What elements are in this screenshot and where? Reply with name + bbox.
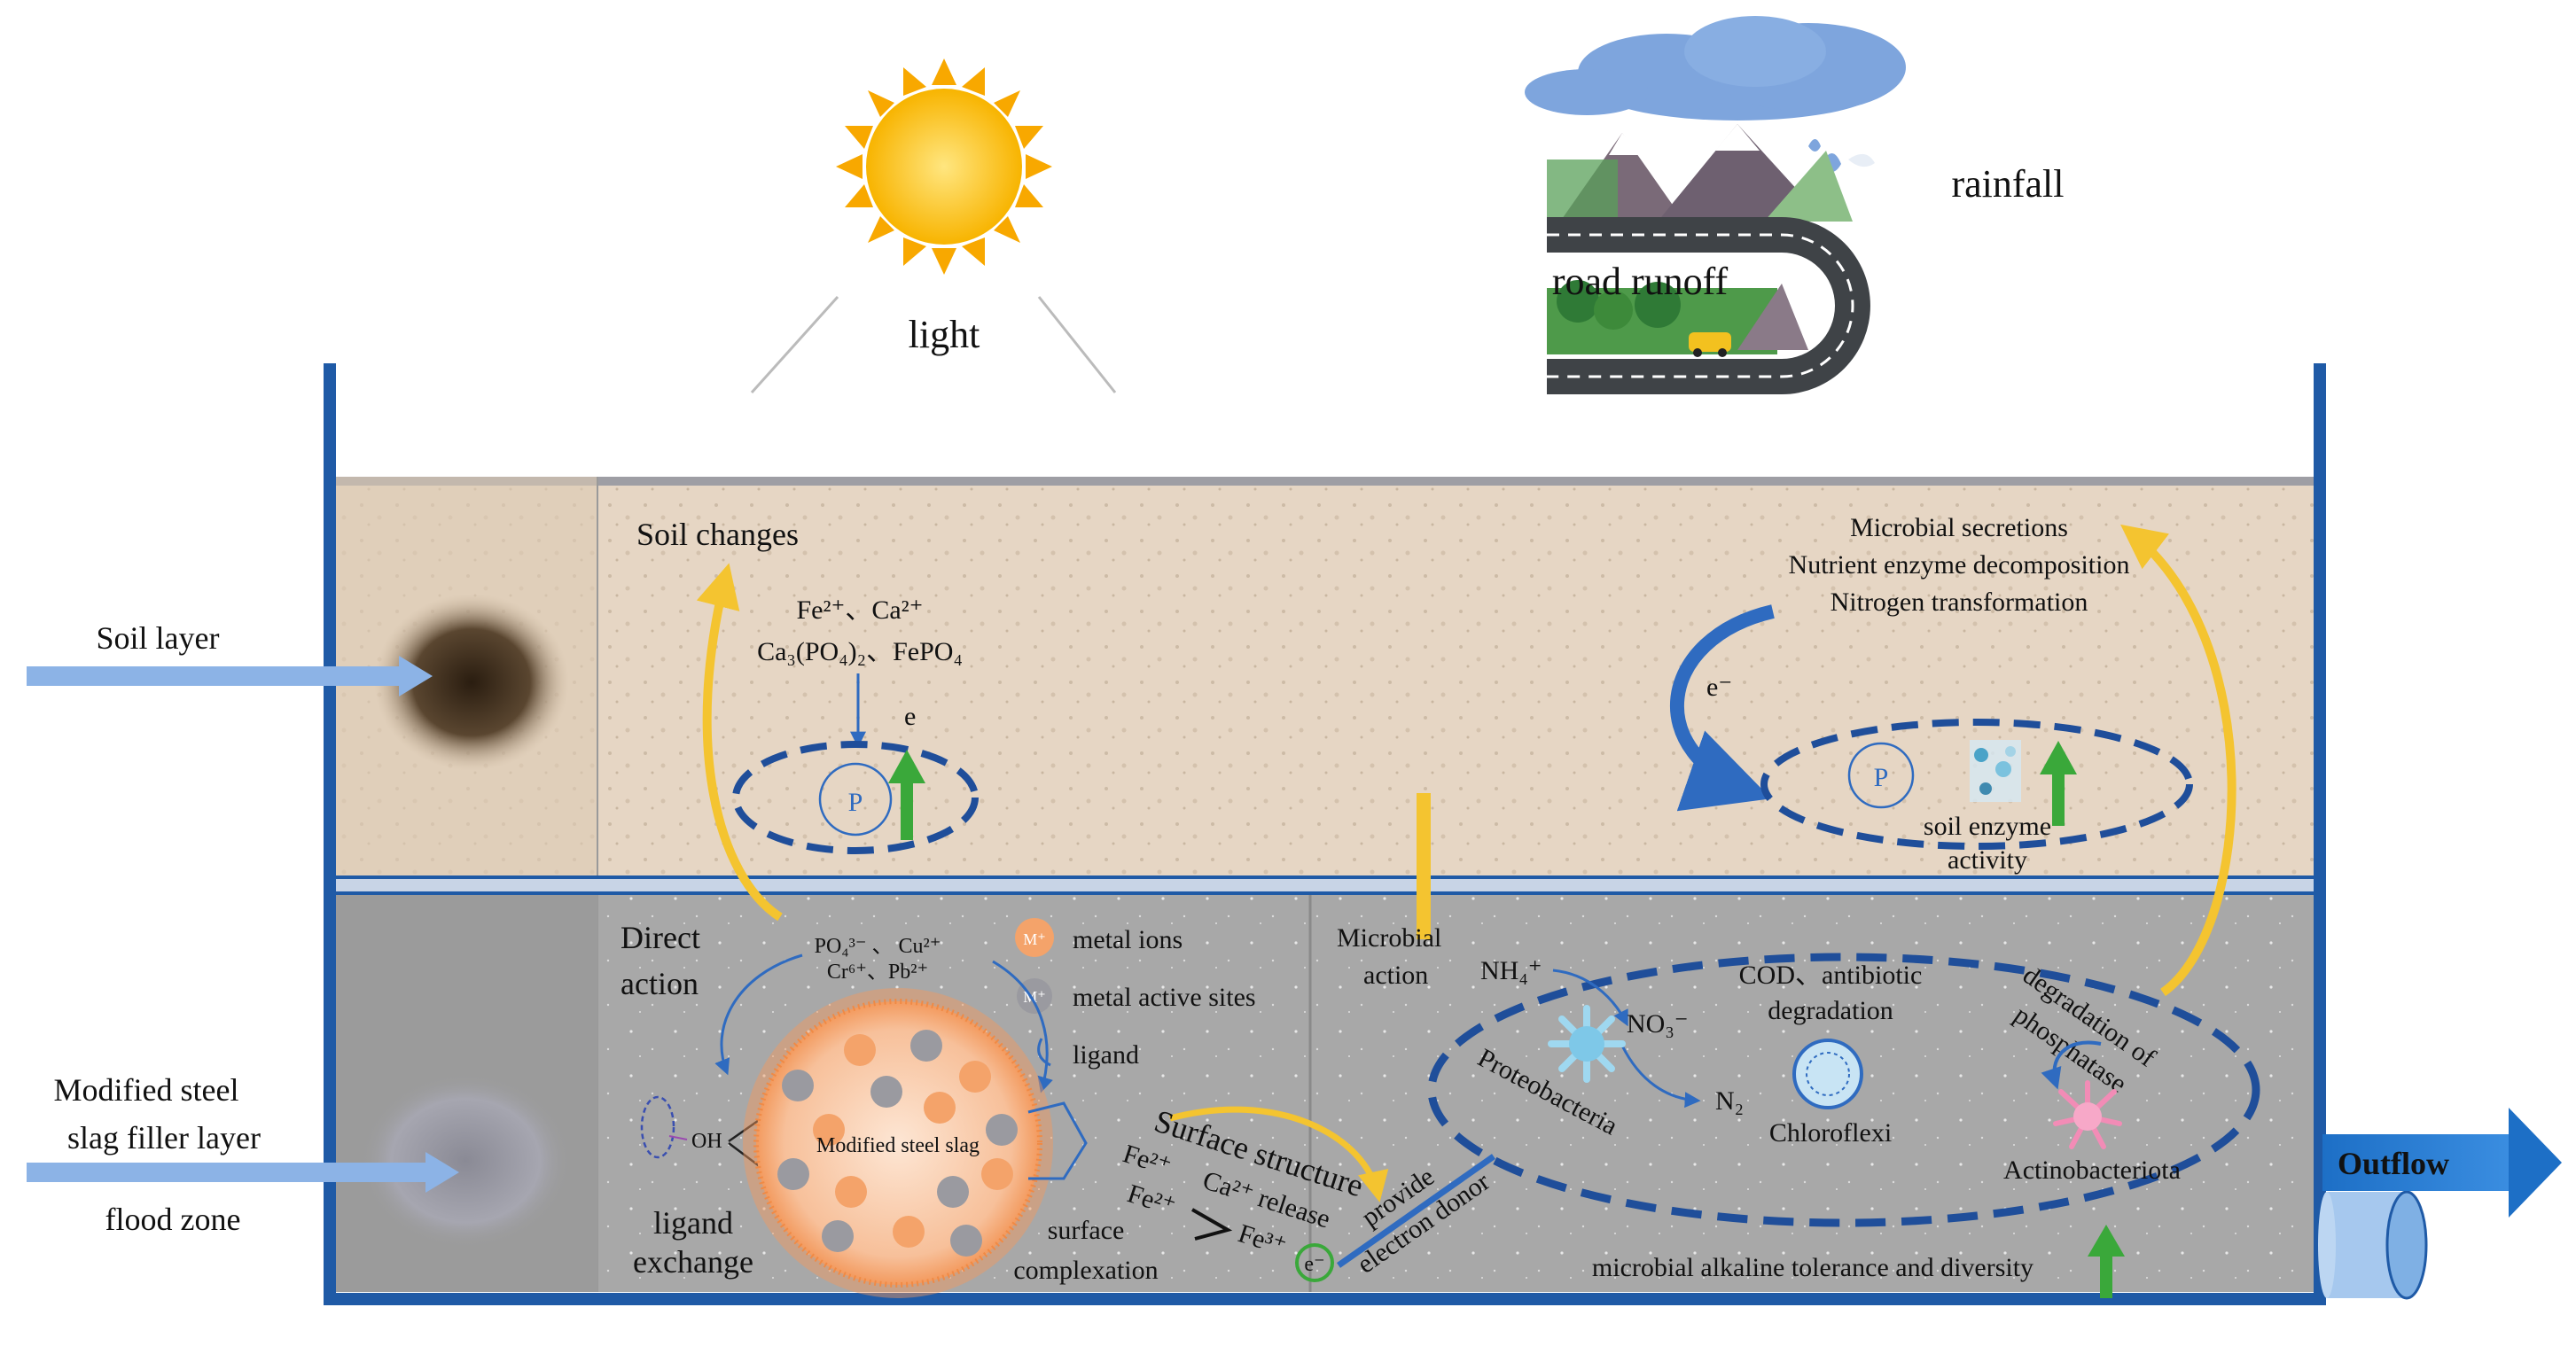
- gravel-sample-icon: [359, 1072, 572, 1249]
- surface-complexation-label-2: complexation: [1013, 1256, 1158, 1285]
- outflow-arrow: [2322, 1108, 2562, 1218]
- surface-complexation-label-1: surface: [1048, 1216, 1125, 1245]
- degradation-label: degradation: [1768, 996, 1893, 1025]
- soil-changes-cycle-arrow: [696, 563, 783, 922]
- surface-structure-arrow: [1169, 1106, 1389, 1202]
- ligand-exchange-ring-icon: [640, 1095, 675, 1159]
- direct-ions-line1: PO₄³⁻ 、 Cu²⁺: [815, 935, 941, 958]
- p-circle-icon-2: [1847, 742, 1915, 809]
- outflow-label: Outflow: [2338, 1146, 2449, 1181]
- nitrogen-transformation-label: Nitrogen transformation: [1831, 588, 2088, 617]
- outflow-pipe-icon: [2318, 1190, 2428, 1300]
- tank-frame: [324, 363, 2326, 1305]
- n2-label: N₂: [1715, 1086, 1744, 1116]
- light-label: light: [909, 313, 980, 356]
- chloroflexi-icon: [1792, 1039, 1863, 1109]
- microbial-action-title-2: action: [1363, 961, 1428, 990]
- microbial-dashed-ellipse: [1427, 953, 2260, 1227]
- nutrient-enzyme-label: Nutrient enzyme decomposition: [1789, 550, 2130, 580]
- enzyme-dashed-ellipse: [1760, 719, 2193, 850]
- phosphatase-arrow: [2041, 1040, 2102, 1090]
- metal-active-sites-label: metal active sites: [1073, 983, 1256, 1012]
- ion-inflow-arrow-right: [992, 960, 1053, 1093]
- soil-p-dashed-ellipse: [732, 741, 979, 854]
- actinobacteriota-icon: [2053, 1080, 2122, 1149]
- nh4-label: NH₄⁺: [1480, 956, 1542, 985]
- metal-ions-label: metal ions: [1073, 925, 1183, 954]
- p-circle-icon: [818, 762, 893, 837]
- increase-arrow-icon: [888, 750, 925, 840]
- electron-circle-icon: [1295, 1243, 1334, 1282]
- ligand-exchange-label-1: ligand: [653, 1205, 733, 1241]
- slag-ion-sites: [777, 1030, 1018, 1257]
- road-landscape-icon: [1547, 124, 1870, 394]
- soil-p-label-2: P: [1874, 763, 1889, 792]
- soil-enzyme-label-1: soil enzyme: [1924, 812, 2051, 841]
- electron-donor-line: [1336, 1154, 1496, 1268]
- soil-layer-region: [330, 477, 2320, 877]
- microbial-action-title-1: Microbial: [1337, 923, 1441, 953]
- soil-sample-icon: [374, 594, 569, 771]
- ligand-exchange-label-2: exchange: [633, 1244, 753, 1280]
- vertical-transfer-bar: [1417, 793, 1431, 939]
- chloroflexi-label: Chloroflexi: [1769, 1118, 1892, 1148]
- soil-layer-arrow: [27, 656, 433, 696]
- ligand-label: ligand: [1073, 1040, 1139, 1070]
- soil-e-minus-label: e⁻: [1706, 673, 1732, 702]
- filler-layer-label-1: Modified steel: [54, 1072, 239, 1108]
- no3-label: NO₃⁻: [1627, 1009, 1689, 1039]
- soil-p-label: P: [848, 788, 863, 817]
- oxidation-arrow-icon: [1191, 1208, 1233, 1241]
- light-ray-left: [750, 295, 839, 394]
- microbial-secretions-label: Microbial secretions: [1850, 513, 2068, 542]
- filler-layer-label-2: slag filler layer: [67, 1120, 261, 1156]
- sun-icon: [836, 58, 1052, 275]
- proteobacteria-icon: [1548, 1005, 1626, 1083]
- soil-surface: [330, 477, 2320, 486]
- soil-enzyme-label-2: activity: [1948, 845, 2027, 875]
- alkaline-tolerance-label: microbial alkaline tolerance and diversi…: [1592, 1253, 2033, 1282]
- actinobacteriota-label: Actinobacteriota: [2003, 1156, 2181, 1185]
- filler-layer-arrow: [27, 1152, 459, 1193]
- electron-curve-arrow: [1670, 604, 1775, 812]
- road-runoff-label: road runoff: [1552, 260, 1729, 303]
- soil-e-label: e: [904, 702, 916, 731]
- soil-layer-label: Soil layer: [97, 620, 220, 656]
- direct-e-minus-label: e⁻: [1304, 1253, 1324, 1276]
- cod-antibiotic-label: COD、antibiotic: [1739, 961, 1923, 990]
- direct-action-title-2: action: [621, 966, 699, 1001]
- direct-action-title-1: Direct: [621, 920, 700, 955]
- soil-ions-line2: Ca₃(PO₄)₂、FePO₄: [757, 637, 963, 666]
- modified-steel-slag-label: Modified steel slag: [816, 1134, 980, 1157]
- increase-arrow-icon-2: [2040, 741, 2077, 826]
- increase-arrow-icon-3: [2088, 1225, 2125, 1298]
- cloud-icon: [1525, 16, 1906, 172]
- oh-label: OH: [691, 1130, 722, 1153]
- light-ray-right: [1037, 296, 1117, 393]
- svg-text:M⁺: M⁺: [1023, 930, 1046, 948]
- flood-zone-label: flood zone: [105, 1202, 241, 1237]
- soil-changes-title: Soil changes: [636, 517, 799, 552]
- metal-ion-legend-icon: M⁺: [1015, 918, 1054, 957]
- enzyme-molecule-icon: [1970, 740, 2021, 802]
- rainfall-label: rainfall: [1951, 162, 2064, 206]
- direct-ions-line2: Cr⁶⁺、Pb²⁺: [827, 961, 928, 984]
- ion-inflow-arrow-left: [714, 953, 803, 1076]
- filler-layer-region: [330, 893, 2320, 1292]
- layer-divider: [330, 877, 2320, 893]
- soil-ions-line1: Fe²⁺、Ca²⁺: [797, 595, 924, 625]
- surface-complex-bracket-icon: [1027, 1101, 1088, 1180]
- microbial-cycle-arrow: [2120, 524, 2236, 997]
